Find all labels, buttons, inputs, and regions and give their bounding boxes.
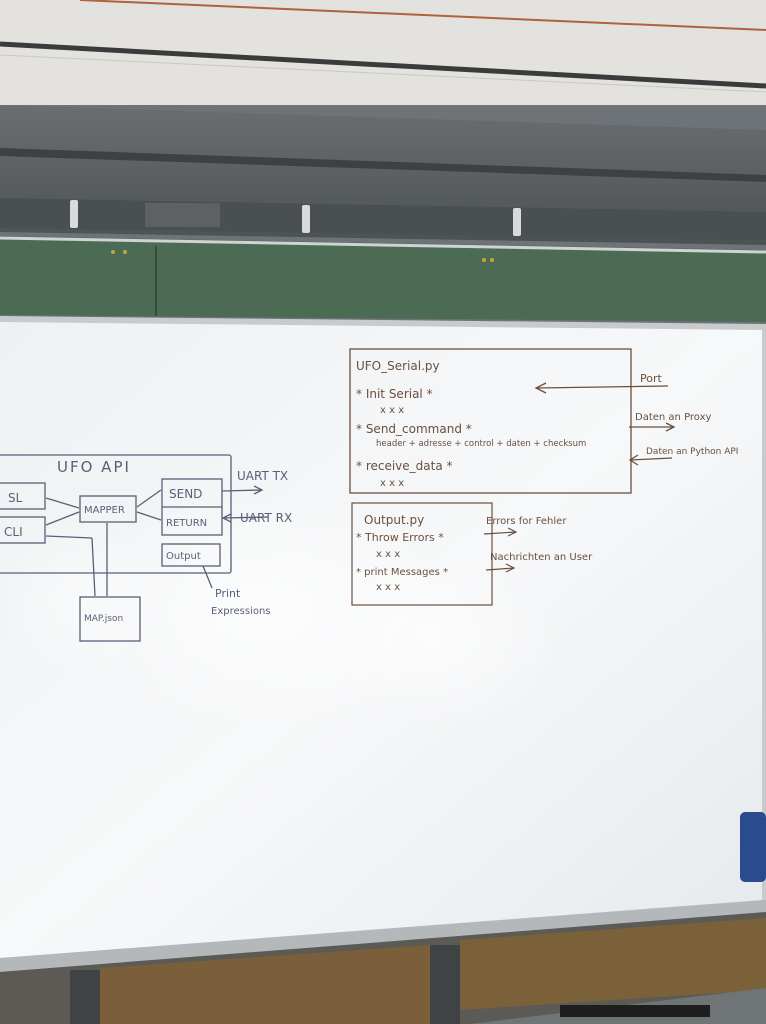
sl-box xyxy=(0,482,46,510)
marker-tray xyxy=(0,900,766,972)
daten-proxy-label: Daten an Proxy xyxy=(635,412,712,423)
output-py-box xyxy=(351,502,493,606)
corkboard xyxy=(0,236,766,322)
ceiling-red-line xyxy=(79,0,766,31)
output-label: Output xyxy=(166,551,201,562)
hook xyxy=(70,200,78,228)
eraser xyxy=(740,812,766,882)
send-command: * Send_command * xyxy=(356,422,472,436)
ufo-serial-box xyxy=(349,348,632,494)
errors-label: Errors for Fehler xyxy=(486,516,567,527)
map-json-label: MAP.json xyxy=(84,614,123,624)
cli-label: CLI xyxy=(4,525,23,539)
mapper-label: MAPPER xyxy=(84,505,125,516)
daten-python-label: Daten an Python API xyxy=(646,447,738,457)
throw-errors-sub: x x x xyxy=(376,549,400,560)
send-command-sub: header + adresse + control + daten + che… xyxy=(376,439,586,449)
sl-label: SL xyxy=(8,491,23,505)
ufo-serial-title: UFO_Serial.py xyxy=(356,359,440,373)
ufo-serial-diagram xyxy=(349,348,676,494)
receive-data: * receive_data * xyxy=(356,459,453,473)
expressions-label: Expressions xyxy=(211,606,271,617)
print-messages: * print Messages * xyxy=(356,567,448,578)
hook xyxy=(513,208,521,236)
output-py-diagram xyxy=(351,502,518,606)
print-label: Print xyxy=(215,587,241,600)
hook xyxy=(302,205,310,233)
uart-tx-label: UART TX xyxy=(237,469,288,483)
init-serial: * Init Serial * xyxy=(356,387,433,401)
uart-rx-label: UART RX xyxy=(240,511,292,525)
init-serial-sub: x x x xyxy=(380,405,404,416)
receive-data-sub: x x x xyxy=(380,478,404,489)
map-json-box xyxy=(79,596,141,642)
throw-errors: * Throw Errors * xyxy=(356,531,444,544)
nachrichten-label: Nachrichten an User xyxy=(490,552,593,563)
return-label: RETURN xyxy=(166,518,207,529)
cli-box xyxy=(0,516,46,544)
ufo-api-title: UFO API xyxy=(57,458,131,476)
ceiling-beam xyxy=(0,41,766,89)
output-py-title: Output.py xyxy=(364,513,424,527)
output-box xyxy=(161,543,221,567)
send-label: SEND xyxy=(169,487,202,501)
ufo-api-diagram xyxy=(0,454,269,642)
print-messages-sub: x x x xyxy=(376,582,400,593)
mapper-box xyxy=(79,495,137,523)
port-label: Port xyxy=(640,372,662,385)
